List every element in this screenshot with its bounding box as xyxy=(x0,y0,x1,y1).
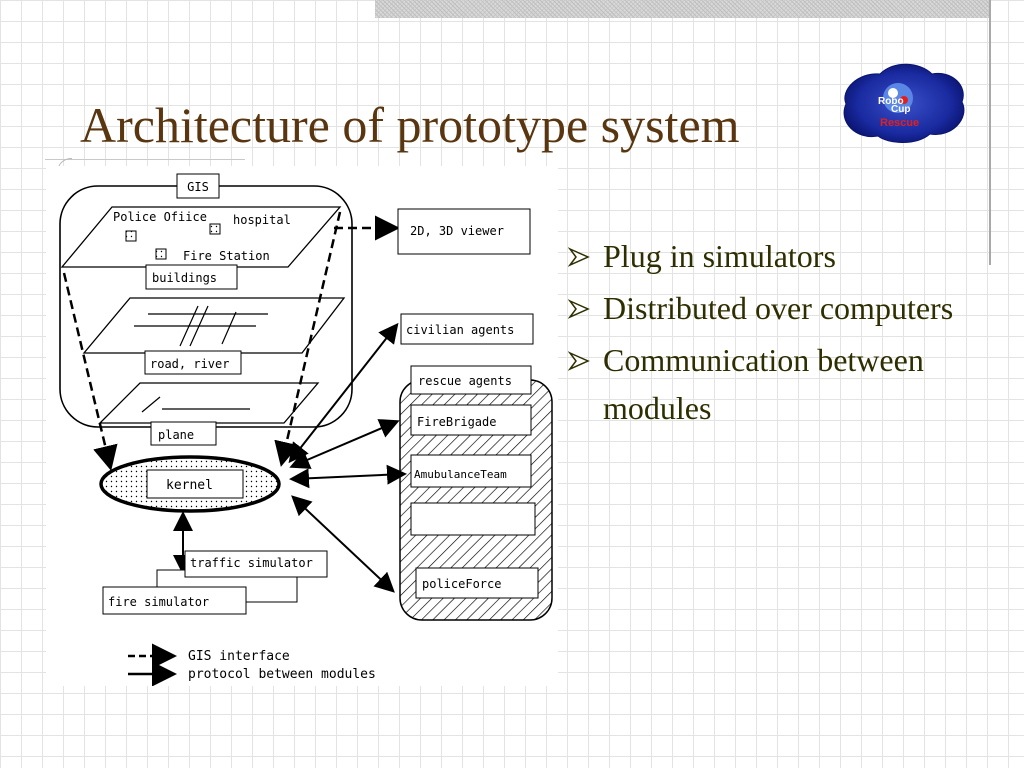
traffic-simulator-label: traffic simulator xyxy=(190,556,313,570)
buildings-label: buildings xyxy=(152,271,217,285)
protocol-arrow-firebrigade xyxy=(289,419,400,469)
viewer-label: 2D, 3D viewer xyxy=(410,224,504,238)
agent-label-firebrigade: FireBrigade xyxy=(417,415,496,429)
fire-station-label: Fire Station xyxy=(183,249,270,263)
bullet-text: Distributed over computers xyxy=(603,290,954,326)
architecture-diagram: GIS Police Ofiice hospital Fire Station … xyxy=(46,166,558,686)
plane-label-box xyxy=(150,421,217,446)
hospital-icon xyxy=(209,223,221,235)
logo-text-rescue: Rescue xyxy=(880,117,919,129)
buildings-label-box xyxy=(145,264,238,290)
logo-text-cup: Cup xyxy=(891,104,910,115)
fire-simulator-box xyxy=(102,586,247,615)
protocol-arrow-ambulance xyxy=(289,464,407,489)
agent-box-empty xyxy=(410,502,536,536)
police-office-label: Police Ofiice xyxy=(113,210,207,224)
slide-title: Architecture of prototype system xyxy=(80,97,740,153)
decorative-vertical-line xyxy=(989,0,991,265)
protocol-arrow-police xyxy=(291,495,395,593)
police-office-icon xyxy=(125,230,137,242)
plane-line xyxy=(141,396,161,413)
gis-label-box xyxy=(176,173,220,199)
decorative-top-band xyxy=(375,0,989,18)
road-line xyxy=(189,305,209,347)
decorative-corner-curl xyxy=(57,158,72,173)
fire-station-icon xyxy=(155,248,167,260)
kernel-label-box xyxy=(146,469,244,499)
fire-simulator-label: fire simulator xyxy=(108,595,209,609)
road-river-label-box xyxy=(144,350,242,375)
agent-label-police-force: policeForce xyxy=(422,577,501,591)
plane-label: plane xyxy=(158,428,194,442)
road-line xyxy=(221,311,237,345)
civilian-agents-label: civilian agents xyxy=(406,323,514,337)
robocup-rescue-logo: Robo Cup Rescue xyxy=(836,60,968,146)
bullet-list: Plug in simulators Distributed over comp… xyxy=(566,232,1006,436)
buildings-layer xyxy=(60,206,342,268)
legend-protocol: protocol between modules xyxy=(188,667,376,682)
agent-box-firebrigade xyxy=(410,404,532,436)
civilian-agents-box xyxy=(400,313,534,345)
bullet-item: Plug in simulators xyxy=(566,232,1006,280)
plane-layer xyxy=(98,382,320,424)
decorative-horizontal-line xyxy=(45,159,245,160)
robocup-rescue-logo-icon: Robo Cup Rescue xyxy=(843,63,965,143)
hospital-label: hospital xyxy=(233,213,291,227)
gis-label: GIS xyxy=(187,180,209,194)
bullet-text: Communication between modules xyxy=(603,342,924,426)
viewer-box xyxy=(397,208,531,255)
bullet-item: Distributed over computers xyxy=(566,284,1006,332)
legend-gis-interface: GIS interface xyxy=(188,649,290,664)
traffic-simulator-box xyxy=(184,550,328,578)
road-line xyxy=(179,305,199,347)
bullet-item: Communication between modules xyxy=(566,336,1006,432)
agent-box-ambulance-team xyxy=(410,454,532,488)
agent-label-ambulance-team: AmubulanceTeam xyxy=(414,468,507,481)
rescue-agents-label-box xyxy=(410,365,532,395)
gis-interface-arrow-left xyxy=(62,272,118,471)
kernel-label: kernel xyxy=(166,478,213,493)
logo-text-robo: Robo xyxy=(878,96,904,107)
agent-box-police-force xyxy=(415,567,539,599)
bullet-text: Plug in simulators xyxy=(603,238,836,274)
architecture-diagram-svg: GIS Police Ofiice hospital Fire Station … xyxy=(59,173,553,686)
arrow-bullet-icon xyxy=(568,246,590,268)
arrow-bullet-icon xyxy=(568,350,590,372)
road-river-label: road, river xyxy=(150,357,229,371)
arrow-bullet-icon xyxy=(568,298,590,320)
rescue-agents-label: rescue agents xyxy=(418,374,512,388)
